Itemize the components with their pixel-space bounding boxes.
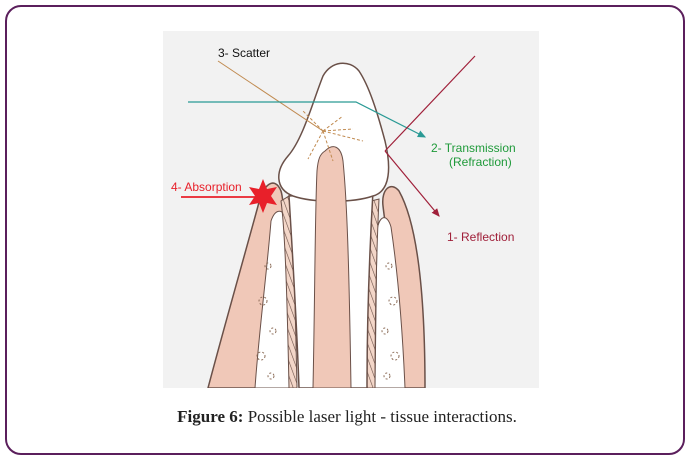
tooth-diagram: 3- Scatter 2- Transmission (Refraction) … bbox=[163, 31, 539, 388]
caption-prefix: Figure 6: bbox=[177, 407, 243, 426]
label-transmission: 2- Transmission bbox=[431, 141, 516, 155]
label-refraction: (Refraction) bbox=[449, 155, 512, 169]
scatter-line bbox=[218, 61, 323, 131]
figure-caption: Figure 6: Possible laser light - tissue … bbox=[0, 407, 694, 427]
label-reflection: 1- Reflection bbox=[447, 230, 514, 244]
label-absorption: 4- Absorption bbox=[171, 180, 242, 194]
label-scatter: 3- Scatter bbox=[218, 46, 270, 60]
reflection-incident-line bbox=[385, 56, 475, 151]
caption-text: Possible laser light - tissue interactio… bbox=[248, 407, 517, 426]
